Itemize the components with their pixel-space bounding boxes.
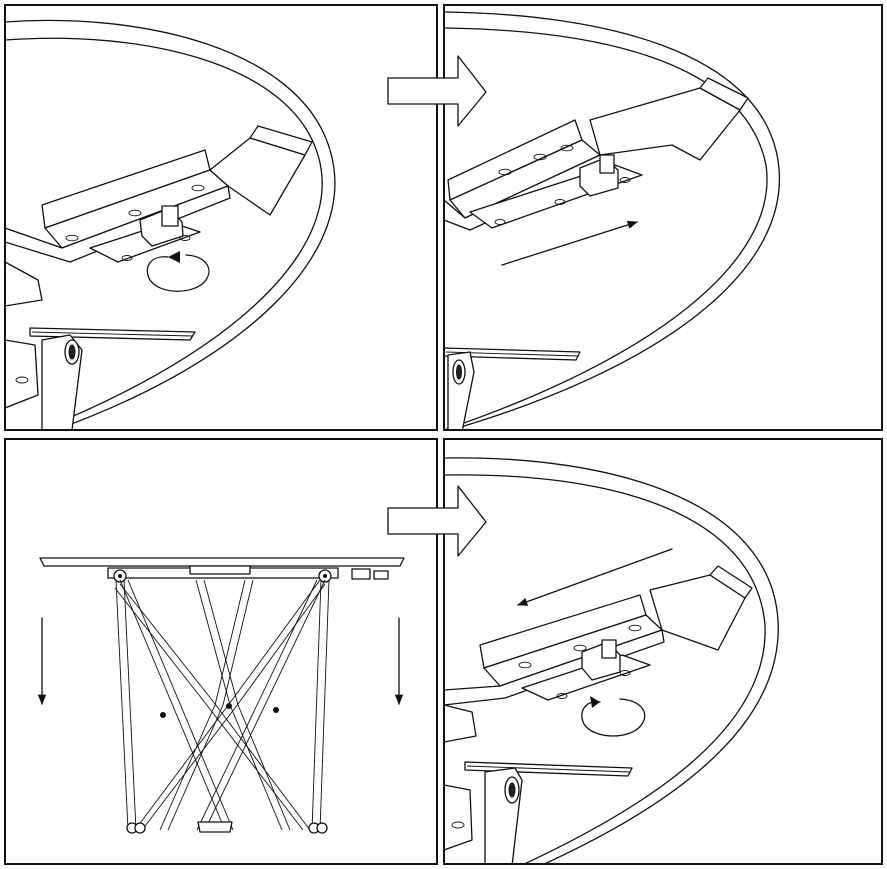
table-top [39, 557, 405, 567]
panel-frame-4 [443, 438, 883, 865]
slide-left-arrow-icon [517, 548, 673, 606]
rotation-arrow-icon-2 [581, 698, 646, 737]
block-arrow-right-icon [387, 55, 487, 127]
panel-step-3 [4, 438, 438, 865]
slide-right-arrow-icon [501, 220, 638, 266]
panel-step-4 [443, 438, 883, 865]
block-arrow-right-icon-2 [387, 485, 487, 557]
panel-step-2 [443, 4, 883, 431]
panel-frame-1 [4, 4, 438, 431]
rotation-arrow-icon [146, 254, 210, 292]
panel-frame-2 [443, 4, 883, 431]
panel-frame-3 [4, 438, 438, 865]
rotation-arrowhead [168, 251, 180, 263]
panel-step-1 [4, 4, 438, 431]
